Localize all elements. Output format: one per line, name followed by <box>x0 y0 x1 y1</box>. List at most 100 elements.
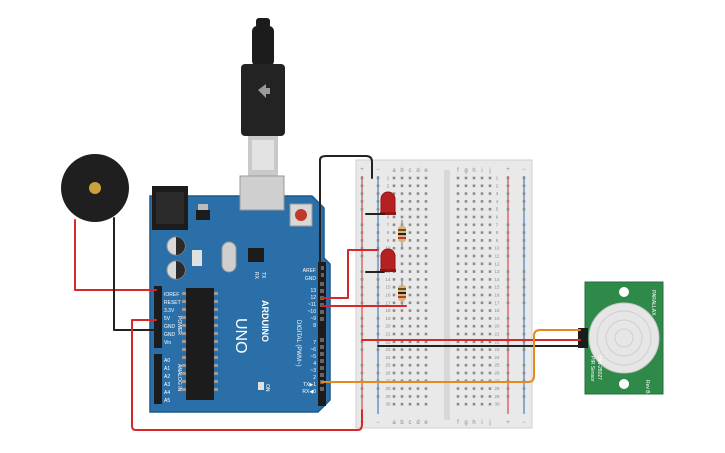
breadboard-hole[interactable] <box>416 207 420 211</box>
breadboard-hole[interactable] <box>488 207 492 211</box>
breadboard-hole[interactable] <box>416 395 420 398</box>
rail-hole[interactable] <box>522 340 526 344</box>
rail-hole[interactable] <box>360 285 364 289</box>
breadboard-hole[interactable] <box>472 278 476 281</box>
breadboard-hole[interactable] <box>400 215 404 219</box>
breadboard-hole[interactable] <box>416 200 420 203</box>
wire-pir-signal[interactable] <box>321 329 581 383</box>
breadboard-hole[interactable] <box>464 402 468 406</box>
breadboard-hole[interactable] <box>472 293 476 297</box>
rail-hole[interactable] <box>376 371 380 375</box>
breadboard-hole[interactable] <box>464 371 468 375</box>
breadboard-hole[interactable] <box>408 192 412 195</box>
breadboard-hole[interactable] <box>400 387 404 390</box>
rail-hole[interactable] <box>522 324 526 328</box>
rail-hole[interactable] <box>522 395 526 398</box>
rail-hole[interactable] <box>360 246 364 250</box>
breadboard-hole[interactable] <box>400 254 404 258</box>
rail-hole[interactable] <box>522 301 526 305</box>
rail-hole[interactable] <box>522 379 526 383</box>
rail-hole[interactable] <box>360 387 364 390</box>
breadboard-hole[interactable] <box>472 254 476 258</box>
breadboard-hole[interactable] <box>456 207 460 211</box>
breadboard-hole[interactable] <box>416 262 420 266</box>
breadboard-hole[interactable] <box>416 402 420 406</box>
breadboard-hole[interactable] <box>416 270 420 273</box>
rail-hole[interactable] <box>360 223 364 227</box>
breadboard-hole[interactable] <box>424 348 428 351</box>
breadboard-hole[interactable] <box>424 317 428 320</box>
rail-hole[interactable] <box>522 207 526 211</box>
breadboard-hole[interactable] <box>480 262 484 266</box>
breadboard-hole[interactable] <box>416 223 420 227</box>
rail-hole[interactable] <box>506 395 510 398</box>
breadboard-hole[interactable] <box>464 223 468 227</box>
breadboard-hole[interactable] <box>408 223 412 227</box>
rail-hole[interactable] <box>506 231 510 234</box>
breadboard-hole[interactable] <box>456 215 460 219</box>
breadboard-hole[interactable] <box>472 332 476 336</box>
breadboard-hole[interactable] <box>456 231 460 234</box>
breadboard-hole[interactable] <box>408 402 412 406</box>
breadboard-hole[interactable] <box>488 340 492 344</box>
breadboard-hole[interactable] <box>464 293 468 297</box>
breadboard-hole[interactable] <box>488 223 492 227</box>
breadboard-hole[interactable] <box>472 309 476 312</box>
rail-hole[interactable] <box>506 223 510 227</box>
rail-hole[interactable] <box>522 239 526 242</box>
breadboard-hole[interactable] <box>488 184 492 188</box>
breadboard-hole[interactable] <box>472 379 476 383</box>
breadboard-hole[interactable] <box>456 324 460 328</box>
rail-hole[interactable] <box>360 176 364 180</box>
breadboard-hole[interactable] <box>472 395 476 398</box>
breadboard-hole[interactable] <box>480 192 484 195</box>
breadboard-hole[interactable] <box>480 301 484 305</box>
rail-hole[interactable] <box>506 192 510 195</box>
breadboard-hole[interactable] <box>392 395 396 398</box>
piezo-buzzer[interactable] <box>61 154 129 222</box>
breadboard-hole[interactable] <box>416 348 420 351</box>
rail-hole[interactable] <box>522 184 526 188</box>
analog-header[interactable] <box>154 354 162 404</box>
breadboard-hole[interactable] <box>416 332 420 336</box>
breadboard-hole[interactable] <box>416 379 420 383</box>
rail-hole[interactable] <box>376 223 380 227</box>
rail-hole[interactable] <box>506 371 510 375</box>
breadboard-hole[interactable] <box>472 207 476 211</box>
rail-hole[interactable] <box>376 278 380 281</box>
breadboard-hole[interactable] <box>424 402 428 406</box>
breadboard-hole[interactable] <box>480 231 484 234</box>
rail-hole[interactable] <box>522 317 526 320</box>
breadboard-hole[interactable] <box>488 379 492 383</box>
breadboard-hole[interactable] <box>472 363 476 367</box>
rail-hole[interactable] <box>506 200 510 203</box>
breadboard-hole[interactable] <box>400 176 404 180</box>
breadboard-hole[interactable] <box>488 192 492 195</box>
rail-hole[interactable] <box>506 340 510 344</box>
breadboard-hole[interactable] <box>480 207 484 211</box>
breadboard-hole[interactable] <box>488 231 492 234</box>
breadboard-hole[interactable] <box>456 387 460 390</box>
breadboard-hole[interactable] <box>408 285 412 289</box>
rail-hole[interactable] <box>376 317 380 320</box>
breadboard-hole[interactable] <box>464 395 468 398</box>
breadboard-hole[interactable] <box>472 317 476 320</box>
breadboard-hole[interactable] <box>464 215 468 219</box>
rail-hole[interactable] <box>360 317 364 320</box>
breadboard-hole[interactable] <box>472 270 476 273</box>
arduino-uno-board[interactable]: AREF GND 13 12 ~11 ~10 ~9 8 7 ~6 ~5 4 ~3… <box>149 175 331 413</box>
rail-hole[interactable] <box>522 223 526 227</box>
breadboard-hole[interactable] <box>472 285 476 289</box>
breadboard-hole[interactable] <box>400 402 404 406</box>
breadboard-hole[interactable] <box>392 192 396 195</box>
breadboard-hole[interactable] <box>408 293 412 297</box>
rail-hole[interactable] <box>376 239 380 242</box>
breadboard-hole[interactable] <box>416 285 420 289</box>
breadboard-hole[interactable] <box>464 176 468 180</box>
breadboard-hole[interactable] <box>480 176 484 180</box>
breadboard-hole[interactable] <box>464 301 468 305</box>
rail-hole[interactable] <box>506 332 510 336</box>
breadboard-hole[interactable] <box>456 332 460 336</box>
breadboard-hole[interactable] <box>416 215 420 219</box>
breadboard-hole[interactable] <box>456 379 460 383</box>
